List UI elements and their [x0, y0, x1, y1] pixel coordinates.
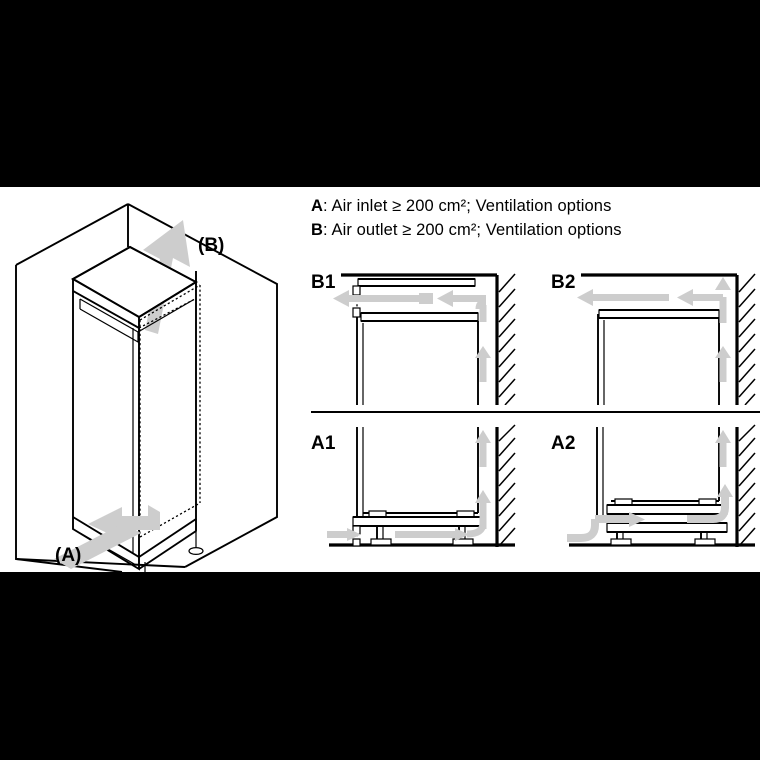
legend-line-a: A: Air inlet ≥ 200 cm²; Ventilation opti…: [311, 194, 751, 218]
letterbox-bar-top: [0, 0, 760, 187]
panel-b2-label: B2: [551, 272, 576, 293]
legend-key-b: B: [311, 221, 324, 239]
base-shelf-a1: [352, 516, 486, 527]
appliance-bottom-panel-a2: [606, 504, 728, 515]
panel-b1: B1: [311, 260, 521, 405]
appliance-top-panel-b2: [598, 309, 720, 319]
wall-hatching-a1: [498, 424, 516, 547]
panel-b2: B2: [551, 260, 760, 405]
wall-hatching-b1: [498, 273, 516, 405]
wall-hatching-b2: [738, 273, 756, 405]
diagram-canvas: A: Air inlet ≥ 200 cm²; Ventilation opti…: [0, 187, 760, 572]
legend-text-b: : Air outlet ≥ 200 cm²; Ventilation opti…: [323, 221, 622, 239]
iso-label-b: (B): [198, 235, 224, 256]
panel-a2: A2: [551, 419, 760, 564]
iso-label-a: (A): [55, 545, 81, 566]
airflow-arrows-b1: [333, 290, 491, 382]
base-shelf-a2: [606, 522, 728, 533]
legend-text-a: : Air inlet ≥ 200 cm²; Ventilation optio…: [323, 197, 612, 215]
airflow-arrows-b2: [577, 277, 731, 382]
airflow-arrow-a: [54, 505, 160, 569]
room-corner-walls: [15, 203, 278, 572]
airflow-arrows-a1: [327, 430, 491, 541]
panel-a1-label: A1: [311, 433, 336, 454]
upper-duct-panel-b1: [357, 278, 476, 287]
legend-key-a: A: [311, 197, 324, 215]
hidden-edges: [138, 284, 201, 538]
legend: A: Air inlet ≥ 200 cm²; Ventilation opti…: [311, 194, 751, 242]
panel-a2-label: A2: [551, 433, 576, 454]
adjustable-feet: [144, 532, 204, 572]
letterbox-bar-bottom: [0, 572, 760, 760]
panel-row-divider: [311, 411, 760, 413]
wall-hatching-a2: [738, 424, 756, 547]
airflow-arrows-a2: [567, 430, 733, 542]
panel-a1: A1: [311, 419, 526, 564]
appliance-top-panel-b1: [360, 312, 479, 322]
legend-line-b: B: Air outlet ≥ 200 cm²; Ventilation opt…: [311, 218, 751, 242]
isometric-drawing: (B) (A): [0, 187, 300, 572]
panel-b1-label: B1: [311, 272, 336, 293]
